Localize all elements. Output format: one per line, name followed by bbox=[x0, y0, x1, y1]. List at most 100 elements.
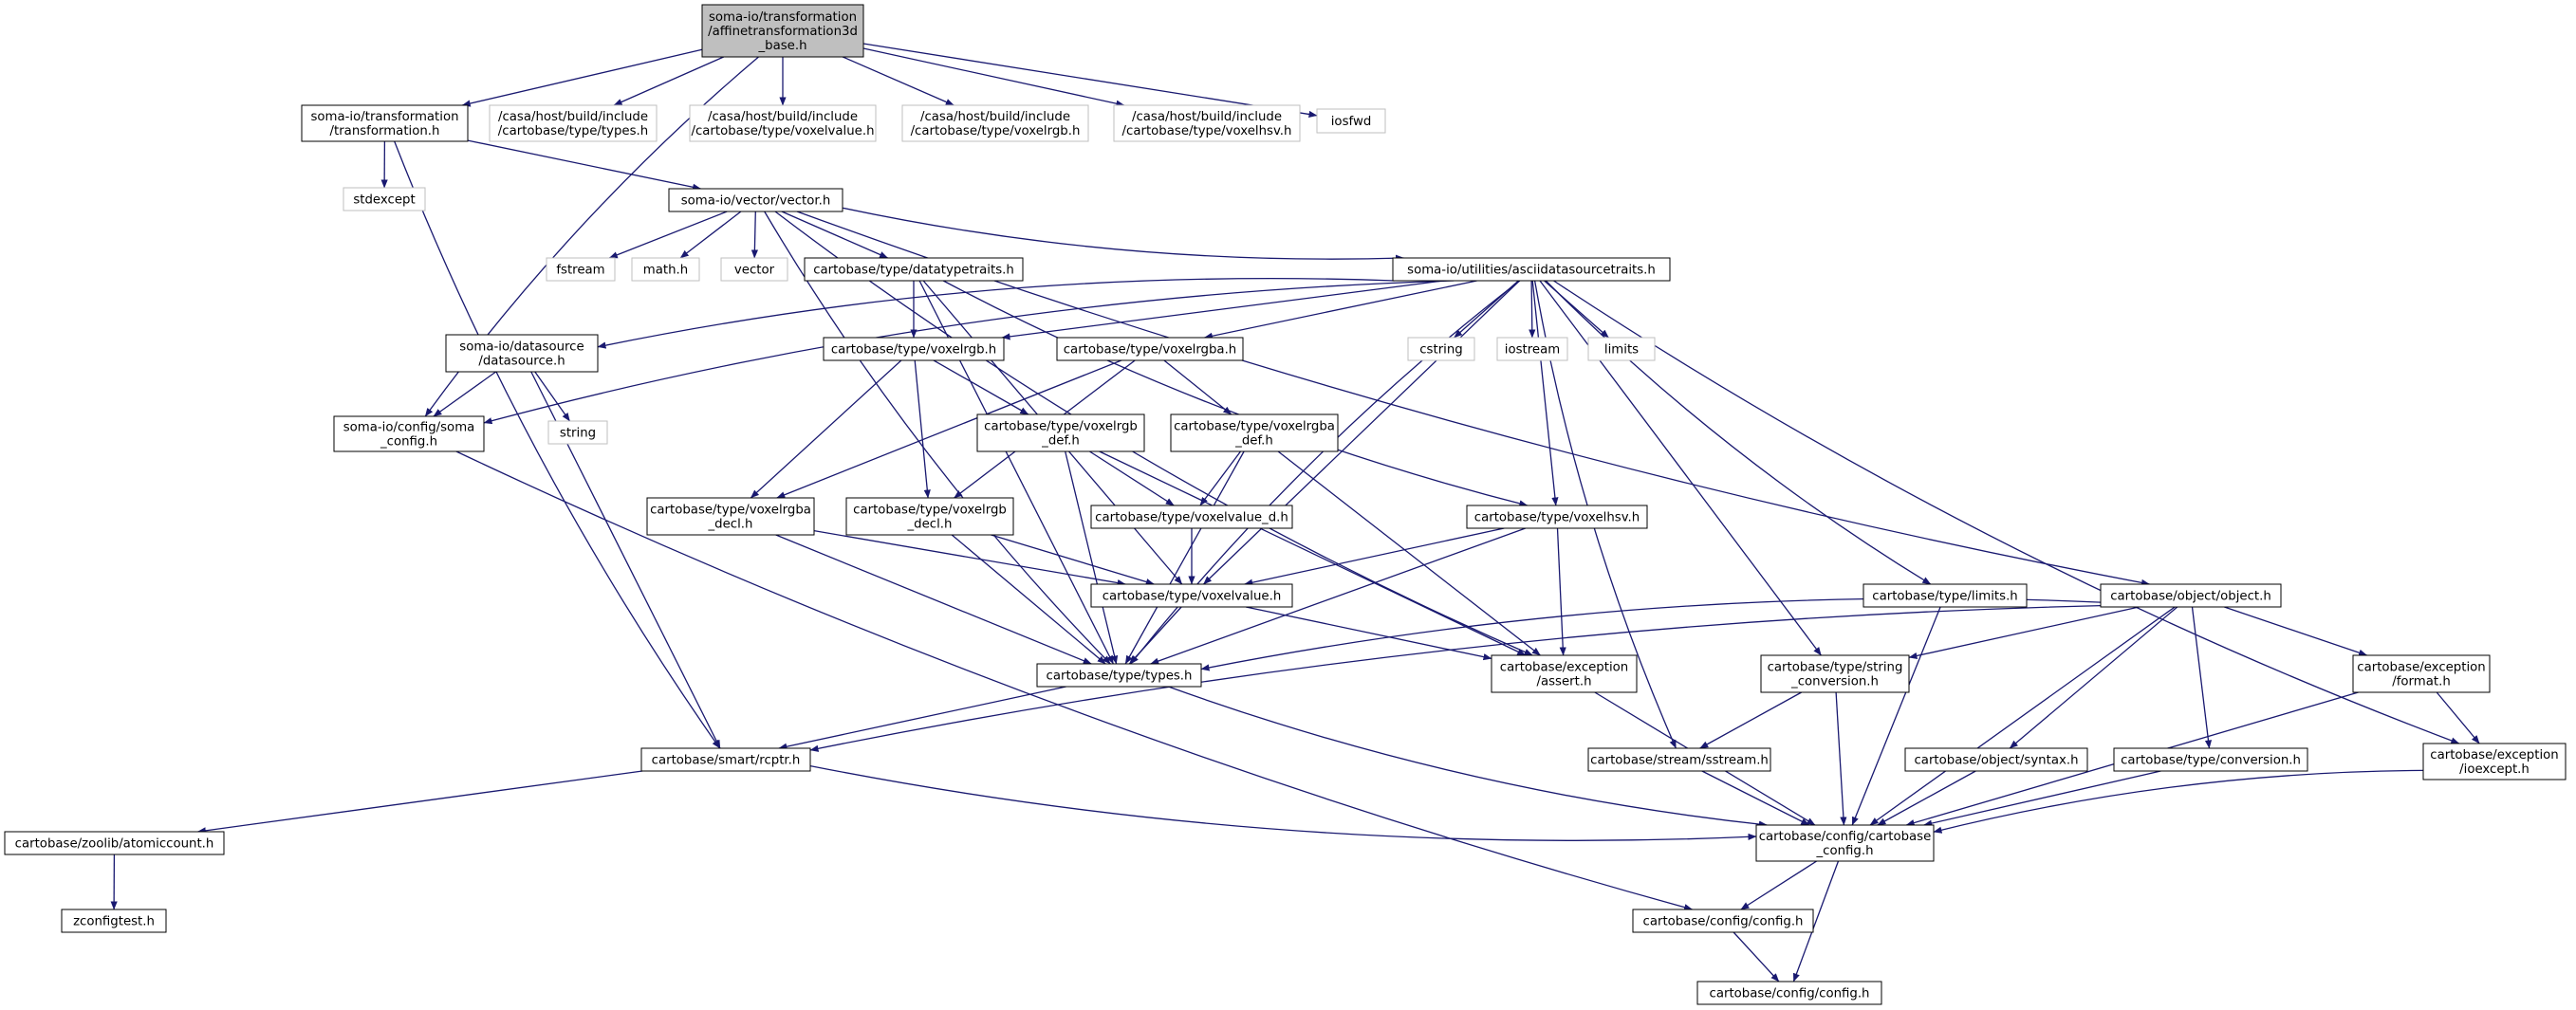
edge-voxelrgb_decl-to-types bbox=[951, 534, 1106, 665]
node-box bbox=[845, 497, 1014, 536]
node-voxelhsv[interactable]: cartobase/type/voxelhsv.h bbox=[1466, 505, 1648, 529]
node-ioexcept[interactable]: cartobase/exception/ioexcept.h bbox=[2422, 743, 2567, 780]
node-label-line: cartobase/type/string bbox=[1768, 661, 1903, 675]
edge-object-to-string_conv bbox=[1908, 606, 2140, 659]
node-box bbox=[1755, 824, 1935, 862]
edge-voxelvalue-to-types bbox=[1128, 606, 1182, 665]
node-iostream: iostream bbox=[1496, 337, 1568, 361]
node-root[interactable]: soma-io/transformation/affinetransformat… bbox=[701, 4, 864, 58]
edge-object-to-exc_format bbox=[2224, 606, 2368, 656]
node-atomiccount[interactable]: cartobase/zoolib/atomiccount.h bbox=[4, 831, 225, 855]
node-box bbox=[1904, 747, 2088, 772]
node-conversion[interactable]: cartobase/type/conversion.h bbox=[2113, 747, 2308, 772]
node-label-line: cartobase/type/limits.h bbox=[1872, 590, 2017, 604]
node-box bbox=[1392, 257, 1671, 282]
node-box bbox=[1863, 583, 2028, 608]
node-voxelrgba_decl[interactable]: cartobase/type/voxelrgba_decl.h bbox=[646, 497, 815, 536]
edge-object-to-cartobase_config bbox=[1869, 606, 2176, 826]
node-label-line: /format.h bbox=[2392, 675, 2451, 689]
node-cartobase_config[interactable]: cartobase/config/cartobase_config.h bbox=[1755, 824, 1935, 862]
node-box bbox=[489, 104, 658, 142]
node-box bbox=[689, 104, 877, 142]
node-label-line: /casa/host/build/include bbox=[708, 110, 858, 124]
node-type_limits[interactable]: cartobase/type/limits.h bbox=[1863, 583, 2028, 608]
node-config_config2[interactable]: cartobase/config/config.h bbox=[1696, 981, 1882, 1005]
node-vector_h[interactable]: soma-io/vector/vector.h bbox=[668, 188, 843, 212]
edge-voxelrgba_def-to-assert bbox=[1277, 450, 1541, 656]
node-casa_voxelvalue: /casa/host/build/include/cartobase/type/… bbox=[689, 104, 877, 142]
node-box bbox=[2100, 583, 2282, 608]
node-label-line: _decl.h bbox=[907, 518, 953, 532]
node-object[interactable]: cartobase/object/object.h bbox=[2100, 583, 2282, 608]
edge-syntax-to-cartobase_config bbox=[1877, 770, 1976, 826]
edge-voxelrgba_def-to-types bbox=[1124, 450, 1245, 665]
node-datasource[interactable]: soma-io/datasource/datasource.h bbox=[445, 334, 599, 373]
node-assert[interactable]: cartobase/exception/assert.h bbox=[1491, 654, 1638, 693]
node-label-line: _config.h bbox=[1816, 844, 1874, 858]
node-label-line: cartobase/stream/sstream.h bbox=[1590, 754, 1769, 768]
edge-voxelhsv-to-assert bbox=[1556, 527, 1566, 656]
node-voxelrgb_decl[interactable]: cartobase/type/voxelrgb_decl.h bbox=[845, 497, 1014, 536]
node-label-line: cartobase/type/voxelrgb bbox=[984, 420, 1138, 434]
node-rcptr[interactable]: cartobase/smart/rcptr.h bbox=[640, 747, 811, 772]
edge-cartobase_config-to-config_config1 bbox=[1740, 860, 1818, 910]
node-transformation[interactable]: soma-io/transformation/transformation.h bbox=[301, 104, 469, 142]
edge-soma_config-to-config_config1 bbox=[455, 450, 1694, 911]
edges-layer bbox=[110, 43, 2480, 982]
node-label-line: /cartobase/type/voxelrgb.h bbox=[911, 124, 1081, 138]
node-voxelvalue_d[interactable]: cartobase/type/voxelvalue_d.h bbox=[1090, 505, 1293, 529]
node-label-line: cartobase/type/voxelrgba bbox=[650, 504, 811, 518]
node-label-line: cartobase/type/voxelvalue.h bbox=[1103, 590, 1282, 604]
edge-voxelhsv-to-types bbox=[1150, 527, 1527, 665]
node-zconfigtest[interactable]: zconfigtest.h bbox=[61, 909, 167, 933]
edge-voxelrgb_def-to-voxelvalue_d bbox=[1089, 450, 1175, 506]
node-fstream: fstream bbox=[546, 257, 616, 282]
node-box bbox=[2422, 743, 2567, 780]
node-soma_config[interactable]: soma-io/config/soma_config.h bbox=[333, 415, 485, 452]
node-box bbox=[1632, 909, 1814, 933]
node-config_config1[interactable]: cartobase/config/config.h bbox=[1632, 909, 1814, 933]
node-label-line: _config.h bbox=[380, 435, 437, 450]
node-asciidst[interactable]: soma-io/utilities/asciidatasourcetraits.… bbox=[1392, 257, 1671, 282]
node-label-line: cartobase/type/voxelvalue_d.h bbox=[1095, 511, 1288, 525]
edge-voxelhsv-to-voxelvalue bbox=[1244, 527, 1505, 586]
node-casa_voxelrgb: /casa/host/build/include/cartobase/type/… bbox=[901, 104, 1089, 142]
node-voxelrgb_def[interactable]: cartobase/type/voxelrgb_def.h bbox=[976, 413, 1145, 452]
node-label-line: cartobase/type/voxelrgb bbox=[853, 504, 1007, 518]
edge-root-to-casa_voxelhsv bbox=[862, 47, 1125, 107]
edge-voxelrgba_decl-to-types bbox=[775, 534, 1092, 665]
node-label-line: /datasource.h bbox=[478, 355, 565, 369]
node-label-line: /transformation.h bbox=[330, 124, 440, 138]
node-label-line: _conversion.h bbox=[1790, 675, 1879, 689]
edge-exc_format-to-ioexcept bbox=[2436, 691, 2480, 744]
node-types[interactable]: cartobase/type/types.h bbox=[1036, 663, 1202, 688]
node-label-line: cartobase/type/voxelrgba bbox=[1174, 420, 1335, 434]
edge-vector_h-to-vector bbox=[751, 211, 759, 259]
node-box bbox=[1090, 505, 1293, 529]
edge-asciidst-to-ioexcept bbox=[1553, 280, 2460, 744]
edge-root-to-transformation bbox=[461, 48, 703, 107]
node-datatypetraits[interactable]: cartobase/type/datatypetraits.h bbox=[804, 257, 1024, 282]
node-label-line: cartobase/exception bbox=[2430, 748, 2558, 762]
node-voxelvalue[interactable]: cartobase/type/voxelvalue.h bbox=[1090, 583, 1293, 608]
node-sstream[interactable]: cartobase/stream/sstream.h bbox=[1587, 747, 1771, 772]
edge-transformation-to-vector_h bbox=[467, 139, 702, 191]
node-exc_format[interactable]: cartobase/exception/format.h bbox=[2352, 654, 2491, 693]
node-voxelrgba_def[interactable]: cartobase/type/voxelrgba_def.h bbox=[1170, 413, 1339, 452]
node-box bbox=[547, 420, 608, 445]
edge-voxelvalue-to-assert bbox=[1245, 606, 1492, 661]
node-syntax[interactable]: cartobase/object/syntax.h bbox=[1904, 747, 2088, 772]
node-voxelrgb[interactable]: cartobase/type/voxelrgb.h bbox=[823, 337, 1005, 361]
edge-asciidst-to-voxelrgb bbox=[1001, 280, 1444, 340]
node-label-line: fstream bbox=[556, 264, 604, 278]
edge-asciidst-to-voxelvalue bbox=[1203, 280, 1520, 585]
node-box bbox=[343, 187, 426, 211]
node-label-line: /cartobase/type/types.h bbox=[498, 124, 648, 138]
node-voxelrgba[interactable]: cartobase/type/voxelrgba.h bbox=[1056, 337, 1244, 361]
node-vector: vector bbox=[720, 257, 788, 282]
node-label-line: zconfigtest.h bbox=[73, 915, 155, 929]
node-label-line: vector bbox=[734, 264, 775, 278]
edge-asciidst-to-type_limits bbox=[1545, 280, 1932, 585]
node-string_conv[interactable]: cartobase/type/string_conversion.h bbox=[1760, 654, 1910, 693]
node-label-line: iostream bbox=[1505, 343, 1560, 358]
